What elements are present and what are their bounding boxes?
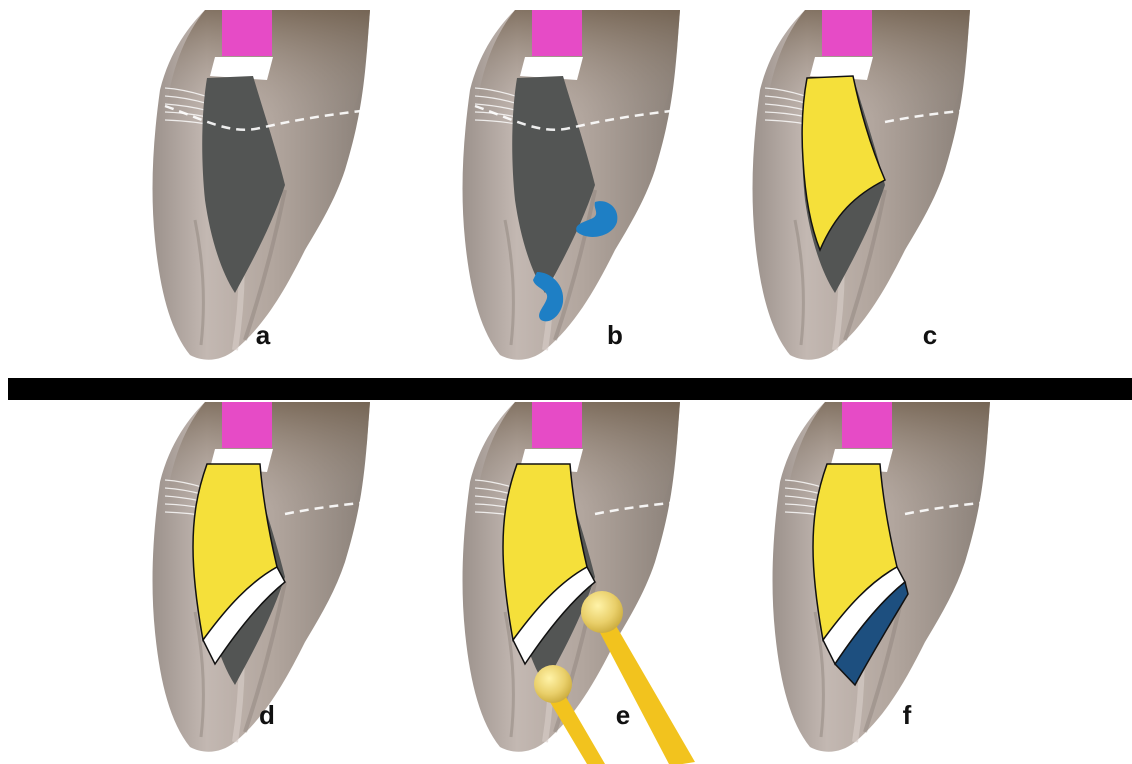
panel-f: f bbox=[773, 402, 990, 752]
separator-bar bbox=[8, 378, 1132, 400]
panel-d: d bbox=[153, 402, 370, 752]
panel-label-a: a bbox=[256, 320, 271, 350]
panel-label-c: c bbox=[923, 320, 937, 350]
panel-c: c bbox=[753, 10, 970, 360]
panel-a: a bbox=[153, 10, 370, 360]
panel-label-b: b bbox=[607, 320, 623, 350]
panel-e: e bbox=[463, 402, 695, 764]
panel-label-d: d bbox=[259, 700, 275, 730]
ball-burnisher-upper bbox=[581, 591, 695, 764]
panel-b: b bbox=[463, 10, 680, 360]
panel-label-f: f bbox=[903, 700, 912, 730]
panel-label-e: e bbox=[616, 700, 630, 730]
